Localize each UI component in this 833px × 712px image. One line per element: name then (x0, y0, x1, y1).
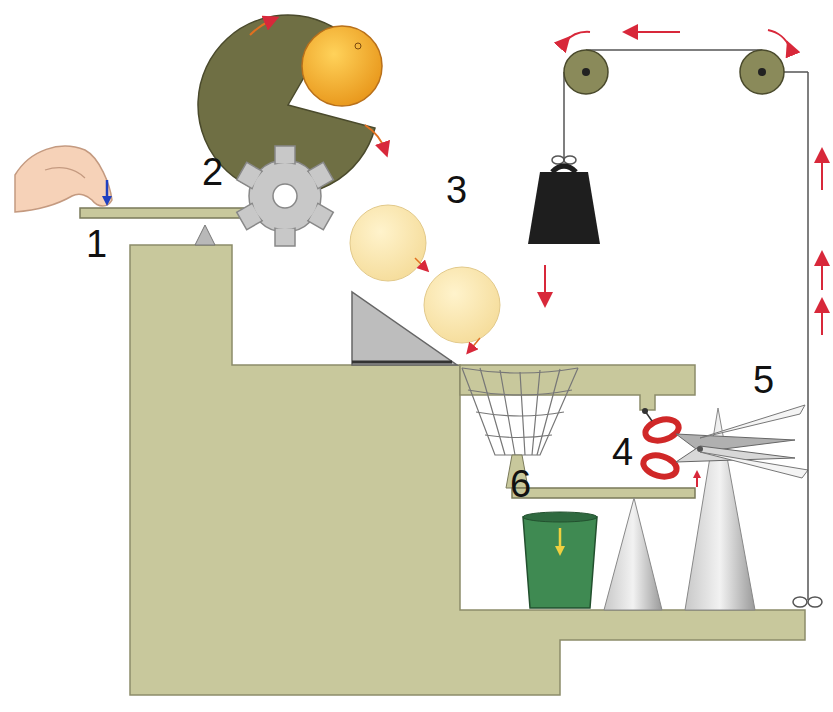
ball-path-arrow (365, 125, 385, 150)
ball-trace (350, 205, 426, 281)
callout-number: 1 (86, 225, 107, 263)
bucket (523, 512, 597, 608)
motion-arrow (545, 30, 822, 335)
ball-trace (424, 267, 500, 343)
ball-path-arrow (415, 258, 425, 268)
ramp-base (352, 361, 452, 364)
ball-path-arrow (470, 338, 480, 350)
gear (237, 146, 334, 246)
callout-number: 3 (446, 171, 467, 209)
callout-number: 5 (753, 361, 774, 399)
open-scissors (700, 405, 808, 478)
ball-mark (355, 43, 361, 49)
pulley (564, 50, 784, 94)
hand (15, 146, 112, 212)
lower-lever (512, 488, 695, 498)
push-arrow (102, 180, 112, 206)
rotation-arrow (250, 20, 272, 35)
string (564, 50, 808, 600)
lever-plank (80, 208, 245, 218)
lower-fulcrum (604, 498, 662, 610)
callout-number: 2 (202, 153, 223, 191)
base-structure (130, 245, 805, 695)
net (462, 368, 578, 455)
string-knot (793, 597, 822, 607)
ball (302, 26, 382, 106)
ramp (352, 292, 457, 365)
weight (528, 156, 600, 244)
callout-number: 6 (510, 465, 531, 503)
callout-number: 4 (612, 433, 633, 471)
fulcrum (195, 225, 215, 245)
lever-arrow (693, 470, 701, 487)
